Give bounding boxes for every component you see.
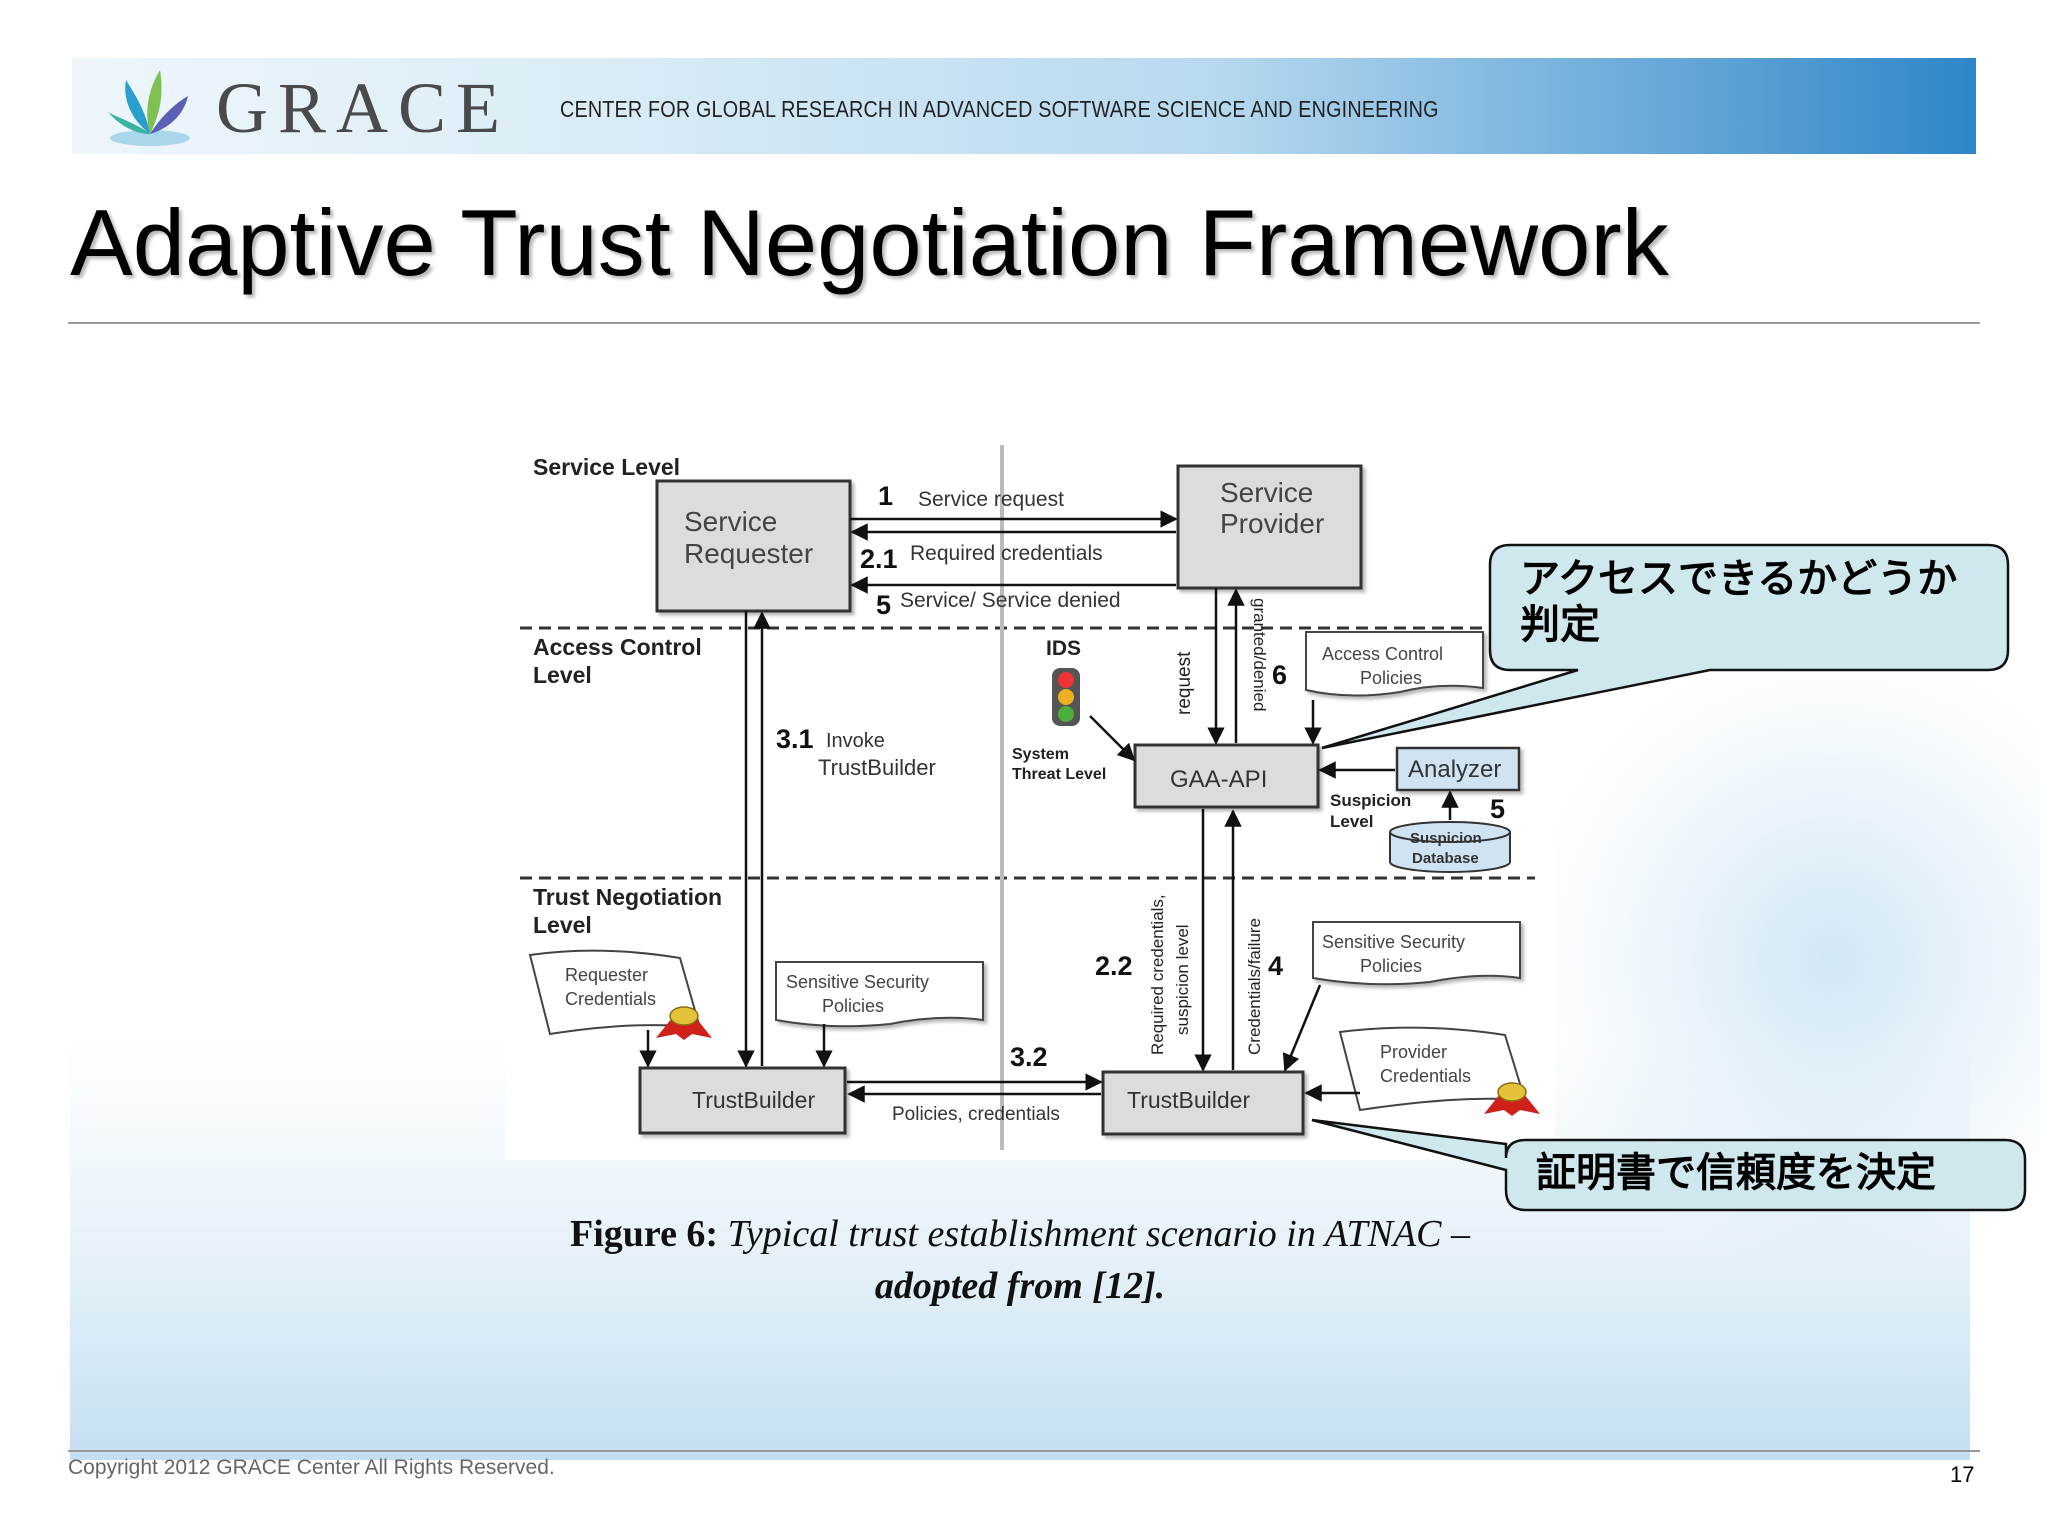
label-policies-credentials: Policies, credentials bbox=[892, 1104, 1060, 1125]
provider-seal-icon bbox=[1484, 1082, 1540, 1116]
label-invoke: Invoke bbox=[826, 730, 885, 752]
svg-text:Access Control: Access Control bbox=[1322, 644, 1443, 664]
page-number: 17 bbox=[1950, 1462, 1975, 1487]
label-credentials-failure-vertical: Credentials/failure bbox=[1245, 918, 1264, 1055]
svg-text:GAA-API: GAA-API bbox=[1170, 766, 1267, 793]
step-3-1: 3.1 bbox=[776, 724, 814, 754]
trustbuilder-left-box: TrustBuilder bbox=[638, 1066, 847, 1135]
label-suspicion: Suspicion bbox=[1330, 791, 1411, 810]
trust-level-label-2: Level bbox=[533, 912, 592, 938]
step-2-1: 2.1 bbox=[860, 544, 898, 574]
brand-subtitle: CENTER FOR GLOBAL RESEARCH IN ADVANCED S… bbox=[560, 96, 1439, 122]
footer-divider bbox=[68, 1450, 1980, 1452]
caption-line2: adopted from [12]. bbox=[874, 1265, 1166, 1307]
sensitive-security-policies-right-doc: Sensitive Security Policies bbox=[1312, 921, 1521, 986]
label-suspicion-level-vertical: suspicion level bbox=[1173, 924, 1192, 1035]
svg-text:Service: Service bbox=[1220, 477, 1313, 508]
arrow-ssp-right bbox=[1282, 984, 1322, 1072]
arrow-ids bbox=[1089, 715, 1136, 762]
label-service-denied: Service/ Service denied bbox=[900, 589, 1121, 612]
slide-title: Adaptive Trust Negotiation Framework bbox=[70, 190, 1669, 295]
step-6: 6 bbox=[1272, 660, 1287, 690]
access-callout-text: アクセスできるかどうか 判定 bbox=[1520, 556, 1957, 648]
svg-text:Requester: Requester bbox=[565, 965, 648, 985]
step-5b: 5 bbox=[1490, 794, 1505, 824]
access-callout bbox=[1321, 543, 2010, 750]
access-callout-line1: アクセスできるかどうか bbox=[1520, 557, 1958, 601]
svg-text:Provider: Provider bbox=[1220, 508, 1324, 539]
suspicion-database: Suspicion Database bbox=[1389, 821, 1511, 873]
cert-callout-text: 証明書で信頼度を決定 bbox=[1536, 1151, 1936, 1195]
step-3-2: 3.2 bbox=[1010, 1042, 1048, 1072]
service-requester-box: Service Requester bbox=[655, 479, 852, 613]
label-system: System bbox=[1012, 746, 1069, 763]
step-2-2: 2.2 bbox=[1095, 951, 1133, 981]
trustbuilder-right-box: TrustBuilder bbox=[1101, 1070, 1305, 1136]
provider-credentials-doc: Provider Credentials bbox=[1338, 1026, 1540, 1116]
step-4: 4 bbox=[1268, 951, 1283, 981]
label-threat-level: Threat Level bbox=[1012, 766, 1106, 783]
header-band bbox=[72, 58, 1976, 154]
copyright: Copyright 2012 GRACE Center All Rights R… bbox=[68, 1456, 555, 1479]
analyzer-box: Analyzer bbox=[1395, 746, 1521, 792]
requester-credentials-doc: Requester Credentials bbox=[528, 949, 712, 1040]
svg-text:Suspicion: Suspicion bbox=[1410, 830, 1482, 847]
trust-level-label: Trust Negotiation bbox=[533, 884, 722, 910]
svg-text:Policies: Policies bbox=[1360, 956, 1422, 976]
label-granted-vertical: granted/denied bbox=[1250, 598, 1269, 711]
ids-traffic-light-icon bbox=[1052, 668, 1080, 726]
caption-line1: Figure 6: Typical trust establishment sc… bbox=[500, 1208, 1540, 1260]
brand-name: GRACE bbox=[216, 68, 511, 148]
svg-text:Policies: Policies bbox=[822, 996, 884, 1016]
service-level-label: Service Level bbox=[533, 454, 680, 480]
caption-text: Typical trust establishment scenario in … bbox=[727, 1213, 1471, 1255]
svg-text:TrustBuilder: TrustBuilder bbox=[692, 1087, 815, 1113]
label-ids: IDS bbox=[1046, 637, 1081, 660]
svg-text:Policies: Policies bbox=[1360, 668, 1422, 688]
svg-text:Database: Database bbox=[1412, 850, 1479, 867]
label-invoke-trustbuilder: TrustBuilder bbox=[818, 755, 936, 780]
svg-text:Analyzer: Analyzer bbox=[1408, 756, 1501, 783]
requester-seal-icon bbox=[656, 1006, 712, 1040]
sensitive-security-policies-left-doc: Sensitive Security Policies bbox=[775, 961, 984, 1028]
label-request-vertical: request bbox=[1174, 651, 1195, 715]
label-service-request: Service request bbox=[918, 488, 1064, 511]
svg-text:Credentials: Credentials bbox=[1380, 1066, 1471, 1086]
svg-text:Sensitive Security: Sensitive Security bbox=[1322, 932, 1465, 952]
svg-text:Service: Service bbox=[684, 506, 777, 537]
access-control-policies-doc: Access Control Policies bbox=[1305, 631, 1484, 697]
cert-callout bbox=[1311, 1118, 2027, 1212]
figure-caption: Figure 6: Typical trust establishment sc… bbox=[500, 1208, 1540, 1312]
gaa-api-box: GAA-API bbox=[1133, 743, 1320, 809]
label-required-credentials: Required credentials bbox=[910, 542, 1103, 565]
svg-text:Credentials: Credentials bbox=[565, 989, 656, 1009]
service-provider-box: Service Provider bbox=[1176, 464, 1363, 590]
access-callout-line2: 判定 bbox=[1520, 603, 1600, 647]
title-divider bbox=[68, 322, 1980, 324]
access-level-label-2: Level bbox=[533, 662, 592, 688]
svg-text:TrustBuilder: TrustBuilder bbox=[1127, 1087, 1250, 1113]
step-5: 5 bbox=[876, 590, 891, 620]
svg-text:Provider: Provider bbox=[1380, 1042, 1447, 1062]
svg-text:Requester: Requester bbox=[684, 538, 813, 569]
access-level-label: Access Control bbox=[533, 634, 702, 660]
label-required-credentials-vertical: Required credentials, bbox=[1148, 894, 1167, 1055]
grace-logo-icon bbox=[108, 70, 190, 146]
svg-text:Sensitive Security: Sensitive Security bbox=[786, 972, 929, 992]
step-1: 1 bbox=[878, 481, 893, 511]
label-suspicion-level: Level bbox=[1330, 812, 1373, 831]
caption-figure-number: Figure 6: bbox=[569, 1213, 719, 1255]
